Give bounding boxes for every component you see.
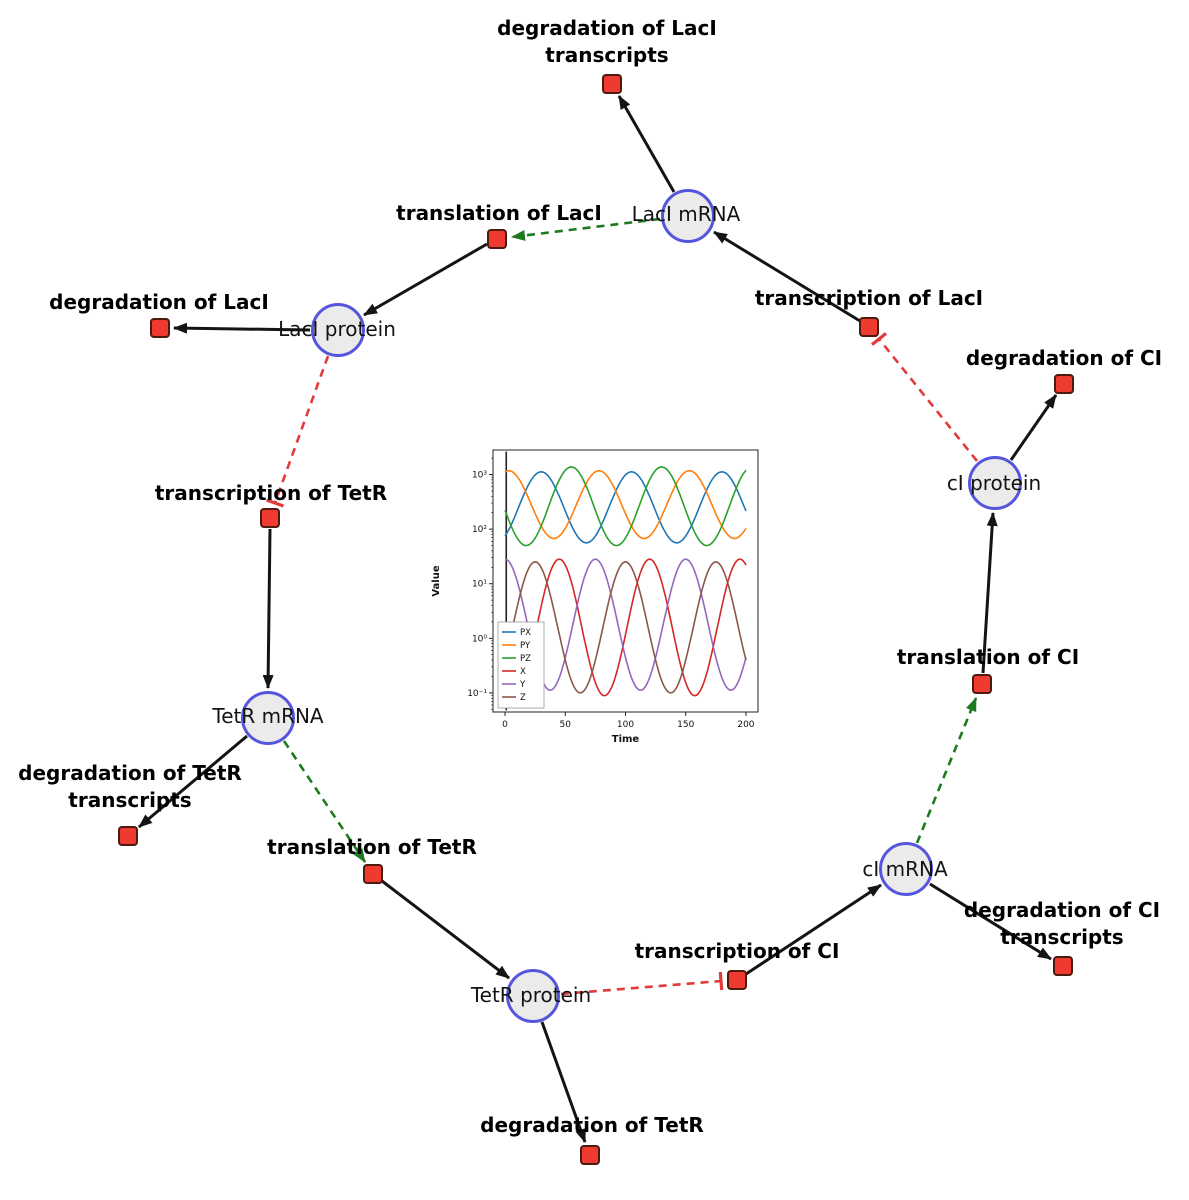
edge-tetrmrna-to-translation-tetr	[282, 740, 367, 863]
reaction-node-transcription-ci[interactable]	[727, 970, 747, 990]
species-node-laci-mrna[interactable]	[661, 189, 715, 243]
reaction-node-deg-ci[interactable]	[1054, 374, 1074, 394]
x-tick-label: 200	[737, 720, 754, 730]
species-node-tetr-protein[interactable]	[506, 969, 560, 1023]
edge-transcription-ci-to-cimrna	[745, 883, 882, 976]
legend-label-PY: PY	[520, 641, 531, 651]
series-PY	[504, 469, 747, 540]
x-tick-label: 100	[617, 720, 634, 730]
legend-label-PZ: PZ	[520, 654, 531, 664]
series-PZ	[504, 466, 747, 547]
series-PX	[504, 470, 747, 544]
reaction-node-transcription-laci[interactable]	[859, 317, 879, 337]
edge-tetrprotein-inhibits-transcription-ci	[560, 971, 724, 996]
species-node-ci-mrna[interactable]	[879, 842, 933, 896]
reaction-node-deg-tetr-transcripts[interactable]	[118, 826, 138, 846]
x-tick-label: 0	[502, 720, 508, 730]
series-Z	[504, 561, 747, 694]
species-node-tetr-mrna[interactable]	[241, 691, 295, 745]
edge-laciprotein-inhibits-transcription-tetr	[265, 355, 330, 508]
edge-tetrmrna-to-deg-tetr-transcripts	[138, 734, 248, 829]
x-tick-label: 150	[677, 720, 694, 730]
y-tick-label: 10³	[472, 471, 487, 481]
legend-label-Y: Y	[519, 680, 526, 690]
x-tick-label: 50	[560, 720, 572, 730]
reaction-node-deg-tetr[interactable]	[580, 1145, 600, 1165]
species-node-ci-protein[interactable]	[968, 456, 1022, 510]
y-axis-label: Value	[431, 565, 442, 596]
reaction-node-deg-laci-transcripts[interactable]	[602, 74, 622, 94]
edge-translation-tetr-to-tetrprotein	[381, 879, 510, 980]
reaction-node-translation-tetr[interactable]	[363, 864, 383, 884]
y-tick-label: 10²	[472, 525, 487, 535]
edge-lacimrna-to-translation-laci	[511, 217, 661, 241]
edge-translation-laci-to-laciprotein	[363, 242, 488, 317]
series-X	[504, 558, 747, 697]
reaction-node-deg-ci-transcripts[interactable]	[1053, 956, 1073, 976]
species-node-laci-protein[interactable]	[311, 303, 365, 357]
edge-laciprotein-to-deg-laci	[173, 322, 311, 334]
legend-label-PX: PX	[520, 628, 531, 638]
edge-transcription-tetr-to-tetrmrna	[262, 528, 274, 689]
y-tick-label: 10⁰	[472, 634, 487, 644]
edge-ciprotein-inhibits-transcription-laci	[870, 332, 979, 462]
reaction-node-translation-ci[interactable]	[972, 674, 992, 694]
reaction-node-deg-laci[interactable]	[150, 318, 170, 338]
reaction-node-transcription-tetr[interactable]	[260, 508, 280, 528]
edge-lacimrna-to-deg-laci-transcripts	[617, 95, 676, 193]
edge-cimrna-to-deg-ci-transcripts	[929, 882, 1052, 961]
edge-cimrna-to-translation-ci	[915, 697, 978, 844]
y-tick-label: 10⁻¹	[467, 689, 487, 699]
edge-tetrprotein-to-deg-tetr	[540, 1021, 587, 1143]
edge-translation-ci-to-ciprotein	[981, 512, 998, 674]
series-Y	[504, 558, 747, 691]
reaction-node-translation-laci[interactable]	[487, 229, 507, 249]
y-tick-label: 10¹	[472, 580, 487, 590]
edge-transcription-laci-to-lacimrna	[713, 230, 861, 323]
legend-label-X: X	[520, 667, 526, 677]
legend-box	[497, 621, 545, 709]
edge-ciprotein-to-deg-ci	[1009, 394, 1058, 461]
legend-label-Z: Z	[520, 693, 526, 703]
x-axis-label: Time	[612, 734, 640, 745]
